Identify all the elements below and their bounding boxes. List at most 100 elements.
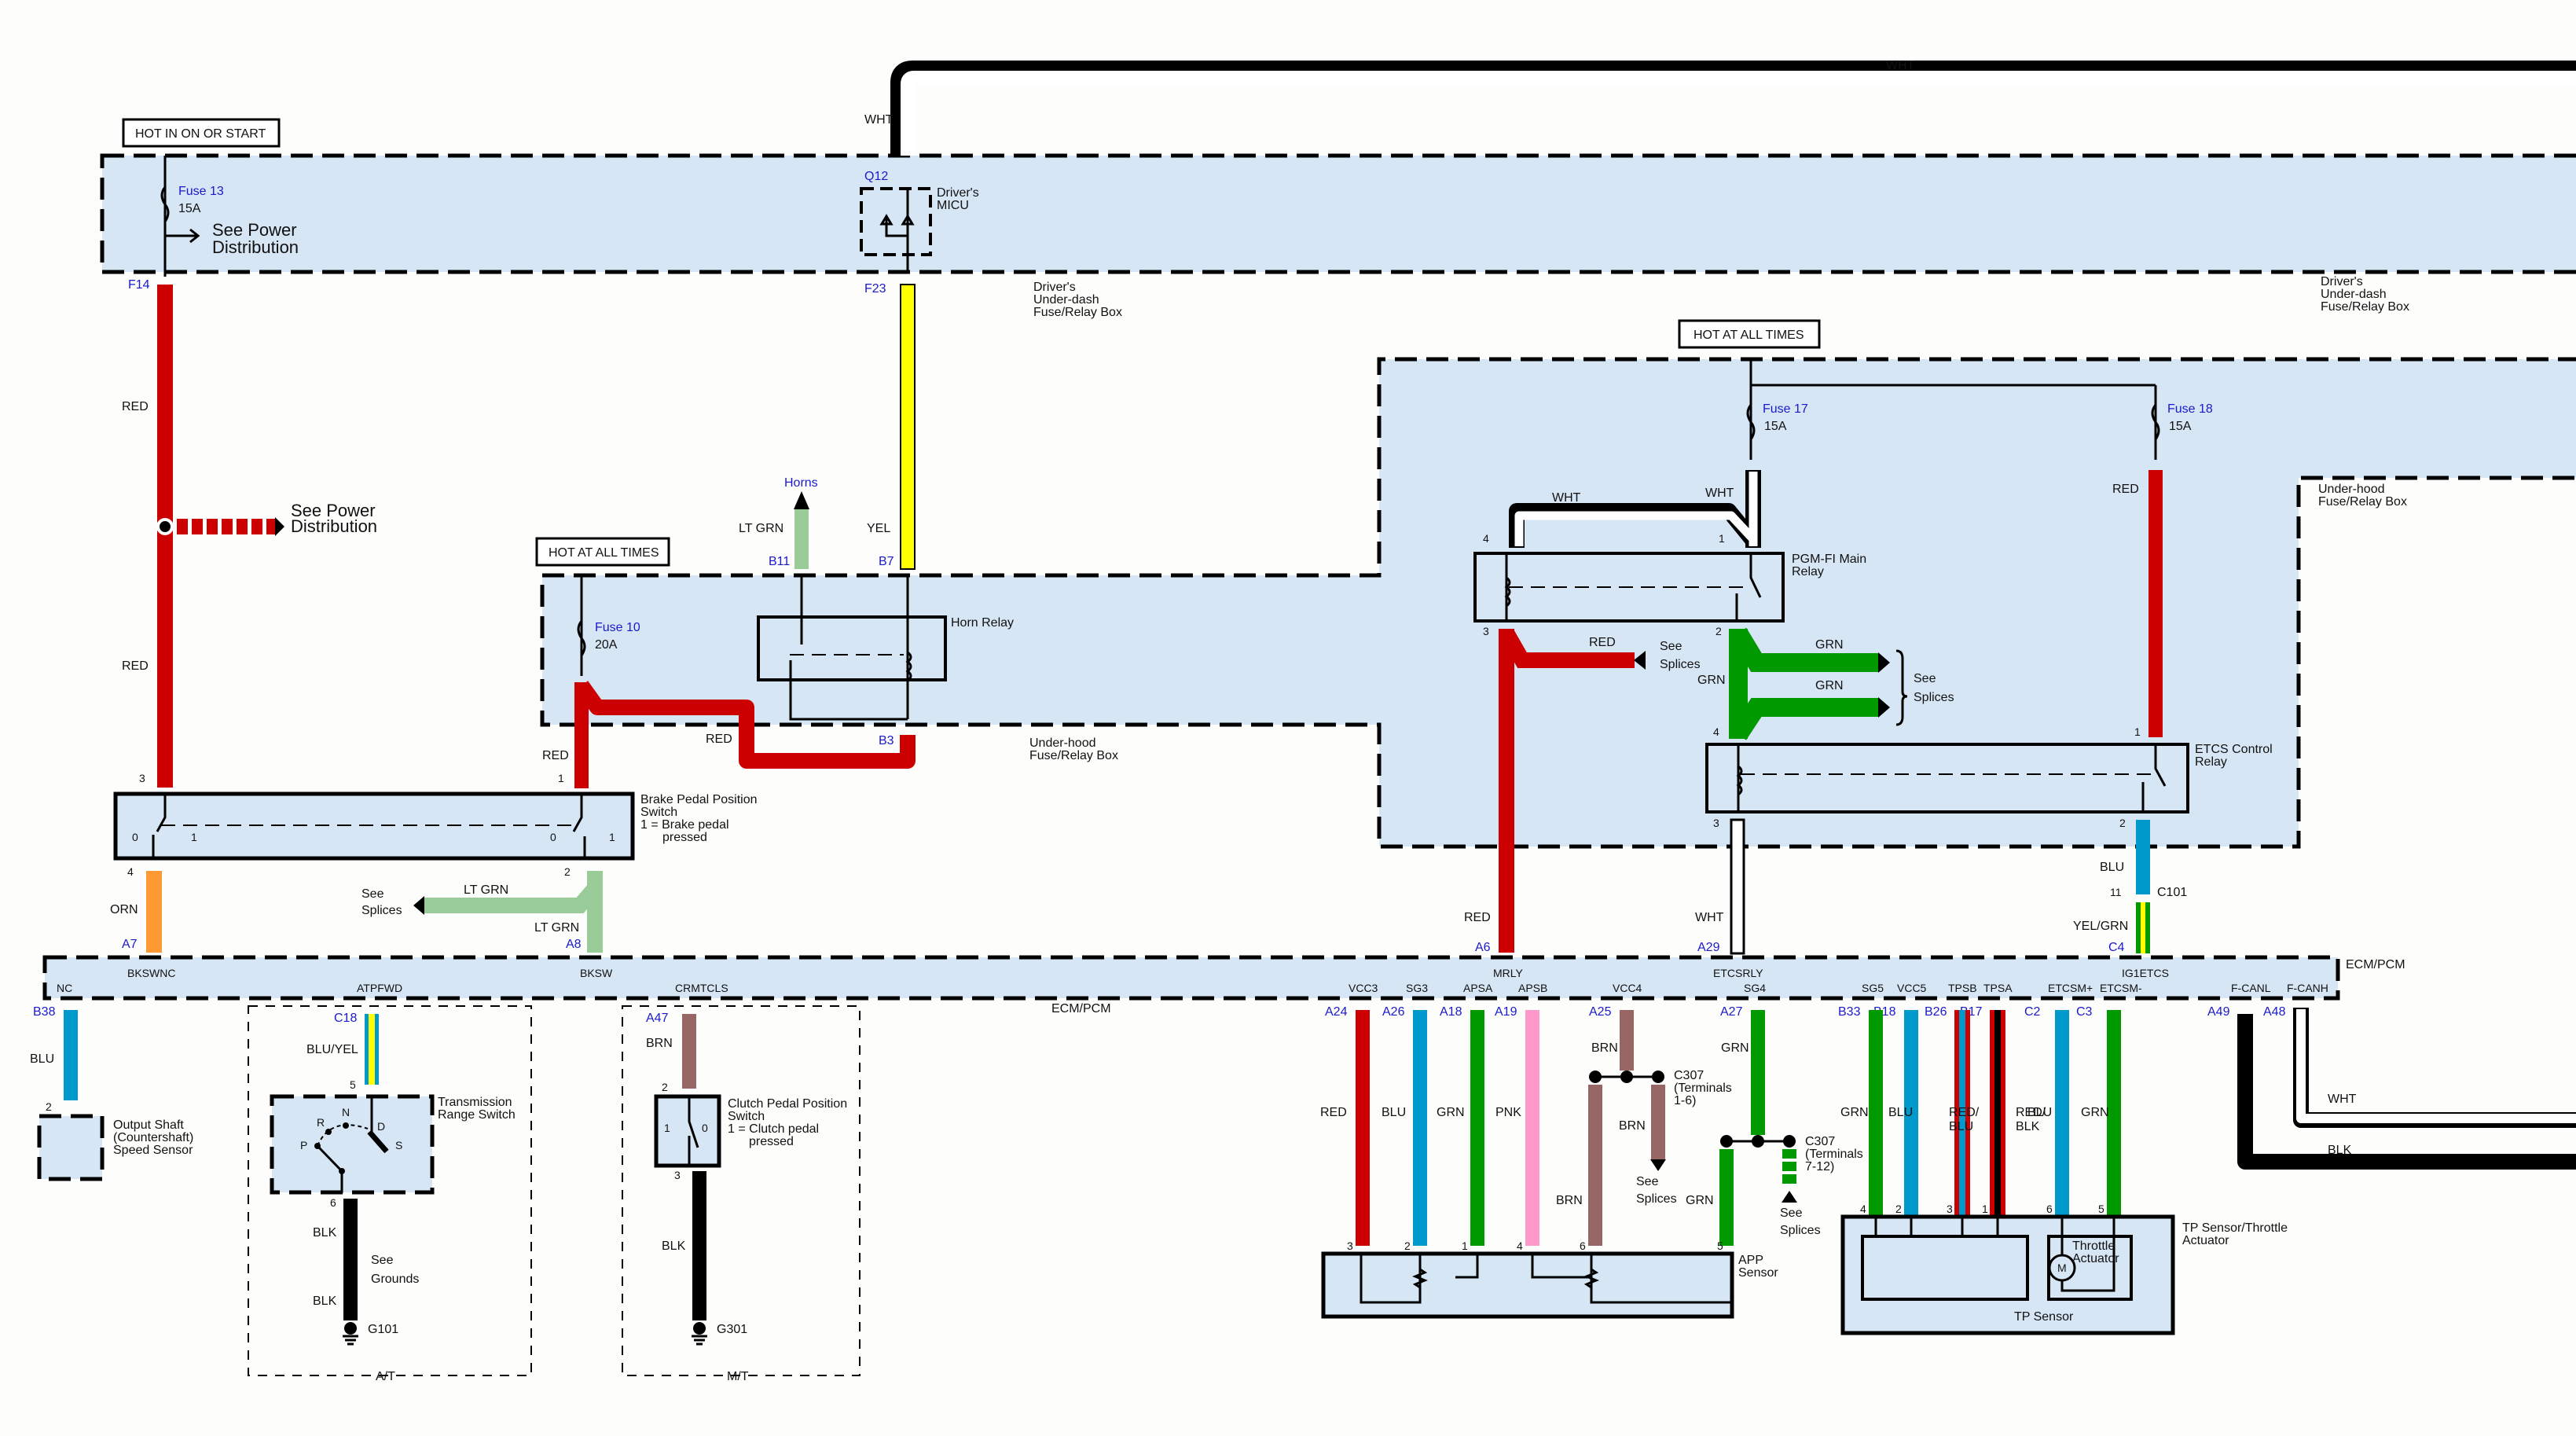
brake-pos-0-right: 0 <box>550 831 556 843</box>
wire-label-grn: GRN <box>2081 1106 2109 1119</box>
wire-brn-a25 <box>1620 1010 1634 1071</box>
wire-stripe <box>1959 1010 1965 1246</box>
svg-text:C307: C307 <box>1674 1069 1704 1082</box>
connector-c2: C2 <box>2024 1005 2041 1019</box>
wire-grn-app-5 <box>1719 1149 1734 1246</box>
hot-at-all-times-tag-horn: HOT AT ALL TIMES <box>535 537 670 567</box>
see-splices-3a: See <box>1914 672 1936 685</box>
connector-q12: Q12 <box>864 170 888 183</box>
connector-c3: C3 <box>2076 1005 2093 1019</box>
svg-text:Clutch Pedal Position: Clutch Pedal Position <box>728 1097 847 1111</box>
svg-text:HOT AT ALL TIMES: HOT AT ALL TIMES <box>549 546 659 560</box>
svg-text:Driver's: Driver's <box>2321 275 2363 288</box>
svg-text:Throttle: Throttle <box>2072 1240 2115 1253</box>
wire-label-red-2: RED <box>122 659 149 673</box>
hot-at-all-times-tag-pgmfi: HOT AT ALL TIMES <box>1678 319 1821 349</box>
wire-label-orn: ORN <box>110 903 138 916</box>
see-splices-arrow-icon-1 <box>413 896 424 915</box>
ecm-pin-bksw: BKSW <box>580 967 613 979</box>
see-splices-arrow-icon-2 <box>1634 651 1646 670</box>
svg-text:(Terminals: (Terminals <box>1674 1082 1732 1095</box>
speed-sensor-label: Output Shaft (Countershaft) Speed Sensor <box>113 1118 193 1157</box>
mt-label: M/T <box>727 1370 749 1383</box>
app-pin-2: 2 <box>1404 1240 1411 1252</box>
horn-relay-coil-icon <box>905 651 912 682</box>
svg-text:Switch: Switch <box>640 806 677 819</box>
diode-icon <box>879 214 915 237</box>
clutch-switch-label: Clutch Pedal Position Switch 1 = Clutch … <box>728 1097 847 1148</box>
c307-a-label: C307 (Terminals 1-6) <box>1674 1069 1732 1107</box>
hot-in-on-or-start-tag: HOT IN ON OR START <box>122 118 281 148</box>
brake-pos-1-left: 1 <box>191 831 197 843</box>
wire-label-yel-grn: YEL/GRN <box>2073 920 2128 933</box>
svg-text:M: M <box>2057 1262 2067 1274</box>
etcs-coil-icon <box>1736 765 1743 796</box>
connector-c4: C4 <box>2108 941 2125 954</box>
wire-label-lt-grn-1: LT GRN <box>464 883 508 897</box>
wire-label-red-1: RED <box>122 400 149 413</box>
brake-switch-label: Brake Pedal Position Switch 1 = Brake pe… <box>640 793 758 844</box>
pgm-fi-main-relay <box>1473 552 1785 623</box>
tp-sensor-throttle-actuator <box>1840 1214 2175 1335</box>
wire-label-blu: BLU <box>1888 1106 1913 1119</box>
pgmfi-pin-2: 2 <box>1715 625 1722 637</box>
connector-a19: A19 <box>1495 1005 1517 1019</box>
ground-g301: G301 <box>717 1323 747 1336</box>
wire-label-red-blk: BLK <box>2016 1120 2040 1133</box>
brake-pin-3: 3 <box>139 772 145 784</box>
wire-brn-app-6 <box>1588 1085 1602 1246</box>
connector-a7: A7 <box>122 938 138 951</box>
svg-text:Under-dash: Under-dash <box>1033 293 1099 307</box>
ecm-pcm-label-right: ECM/PCM <box>2346 958 2405 971</box>
see-splices-5a: See <box>1780 1206 1803 1220</box>
connector-a18: A18 <box>1440 1005 1462 1019</box>
underhood-label-right: Under-hood Fuse/Relay Box <box>2318 483 2407 509</box>
ground-icon-g301 <box>692 1322 707 1346</box>
see-splices-2b: Splices <box>1660 658 1701 671</box>
app-pin-6: 6 <box>1580 1240 1586 1252</box>
wire-label-wht-pgmfi-2: WHT <box>1705 487 1734 500</box>
wire-label-red-blu: BLU <box>1949 1120 1973 1133</box>
connector-f14: F14 <box>128 278 150 292</box>
see-grounds-2: Grounds <box>371 1273 419 1286</box>
svg-text:Fuse/Relay Box: Fuse/Relay Box <box>1029 749 1118 762</box>
trs-pin-6: 6 <box>330 1196 336 1209</box>
transmission-range-label: Transmission Range Switch <box>438 1096 516 1122</box>
clutch-pin-3: 3 <box>674 1169 681 1181</box>
wire-blu-b18 <box>1904 1010 1918 1246</box>
wire-blu-yel-stripe <box>369 1014 375 1085</box>
connector-f23: F23 <box>864 282 886 296</box>
ground-icon-g101 <box>343 1322 358 1346</box>
horn-relay-label: Horn Relay <box>951 616 1014 630</box>
drivers-underdash-label-mid: Driver's Under-dash Fuse/Relay Box <box>1033 281 1122 319</box>
wire-grn-a18 <box>1470 1010 1484 1246</box>
app-pin-4: 4 <box>1517 1240 1523 1252</box>
wire-blu-a26 <box>1413 1010 1427 1246</box>
wire-label-wht-q12: WHT <box>864 113 894 127</box>
see-splices-arrow-icon-3 <box>1878 652 1890 673</box>
wire-yel <box>900 284 916 570</box>
connector-a6: A6 <box>1475 941 1491 954</box>
svg-text:Sensor: Sensor <box>1738 1266 1778 1280</box>
c101-pin: 11 <box>2110 886 2122 898</box>
fuse-17-rating: 15A <box>1764 420 1787 433</box>
ecm-pin-vcc4: VCC4 <box>1613 982 1642 994</box>
fuse-17-icon <box>1746 404 1756 440</box>
wire-label-red-b3: RED <box>706 733 732 746</box>
connector-a26: A26 <box>1382 1005 1405 1019</box>
see-power-distribution-top-2: Distribution <box>212 237 299 257</box>
trs-pos-p: P <box>300 1139 307 1151</box>
svg-text:HOT IN ON OR START: HOT IN ON OR START <box>135 127 266 141</box>
etcs-control-relay <box>1705 743 2189 813</box>
trs-pos-s: S <box>395 1139 402 1151</box>
at-variant-box <box>248 1005 532 1376</box>
svg-text:pressed: pressed <box>662 831 707 844</box>
brake-pin-1: 1 <box>558 772 564 784</box>
micu-label-1: Driver's <box>937 186 979 200</box>
connector-b7: B7 <box>879 555 894 568</box>
svg-text:Actuator: Actuator <box>2182 1234 2229 1247</box>
wire-label-yel: YEL <box>867 522 890 535</box>
